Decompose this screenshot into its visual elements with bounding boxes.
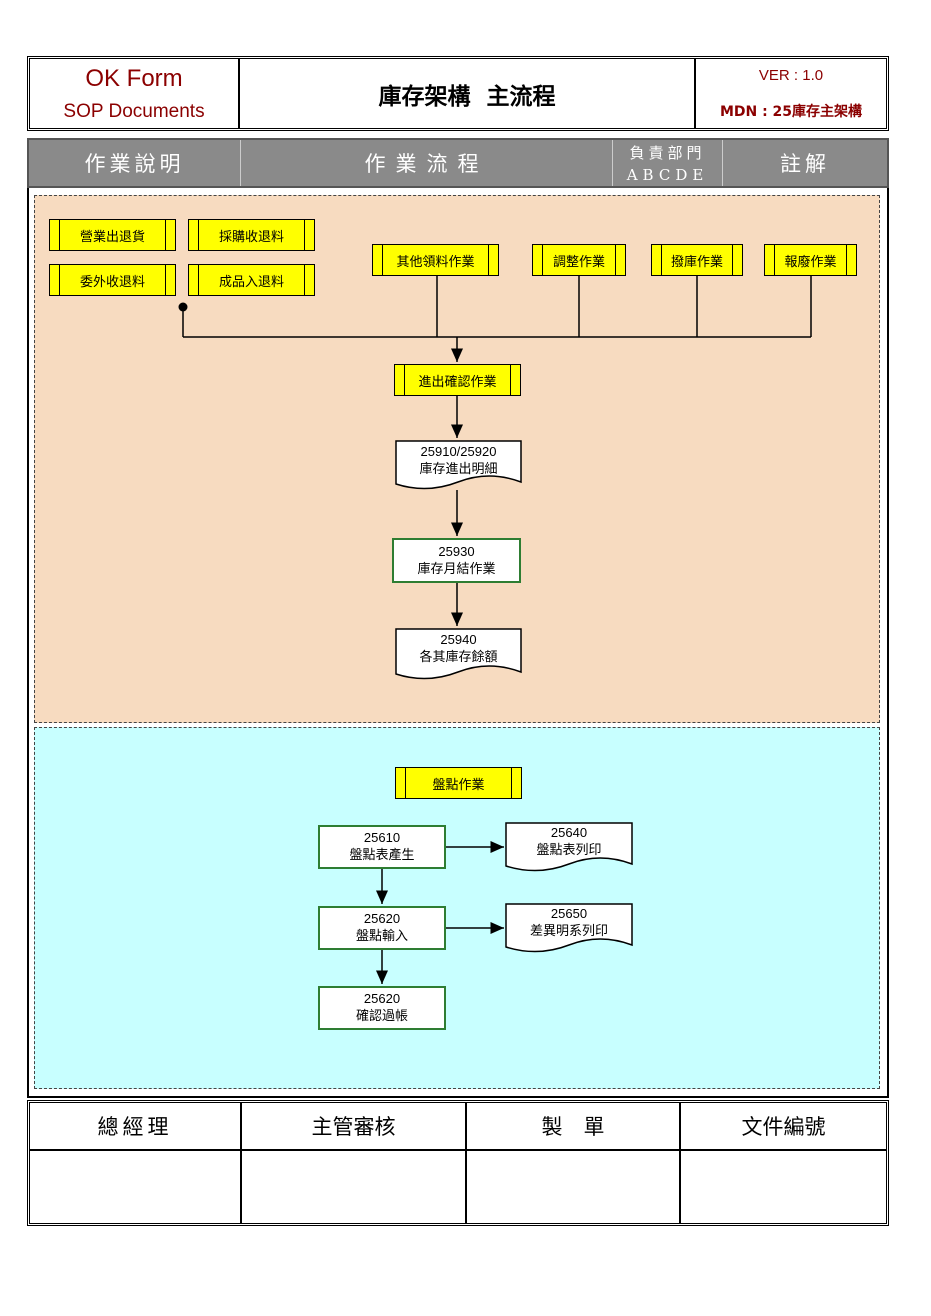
col-dept: 負責部門 ABCDE <box>613 140 723 186</box>
doc-label: 各其庫存餘額 <box>419 650 498 665</box>
process-monthly-close: 25930 庫存月結作業 <box>392 538 521 583</box>
proc-code: 25610 <box>363 830 401 845</box>
title-cell: 庫存架構 主流程 <box>240 59 696 128</box>
document-inventory-detail: 25910/25920 庫存進出明細 <box>395 440 522 492</box>
dept-title: 負責部門 <box>629 144 706 162</box>
doc-label: 庫存進出明細 <box>419 462 498 477</box>
signature-cell[interactable] <box>242 1151 467 1223</box>
footer-gm: 總經理 <box>30 1103 242 1151</box>
signature-cell[interactable] <box>30 1151 242 1223</box>
brand-cell: OK Form SOP Documents <box>30 59 240 128</box>
process-adjustment: 調整作業 <box>532 244 626 276</box>
process-transfer: 撥庫作業 <box>651 244 743 276</box>
dept-codes: ABCDE <box>626 166 709 184</box>
proc-label: 盤點輸入 <box>355 929 408 944</box>
col-notes: 註解 <box>780 152 830 176</box>
footer-prepared: 製 單 <box>467 1103 681 1151</box>
page-title: 庫存架構 主流程 <box>378 83 556 110</box>
footer-review: 主管審核 <box>242 1103 467 1151</box>
process-scrap: 報廢作業 <box>764 244 857 276</box>
document-variance-print: 25650 差異明系列印 <box>505 903 633 955</box>
brand-title: OK Form <box>85 65 183 92</box>
column-header-bar: 作業說明 作業流程 負責部門 ABCDE 註解 <box>27 138 889 188</box>
col-flow: 作業流程 <box>241 140 613 186</box>
signature-cell[interactable] <box>467 1151 681 1223</box>
footer-doc-number: 文件編號 <box>681 1103 886 1151</box>
version-label: VER : 1.0 <box>758 67 824 84</box>
process-purchase-receipt: 採購收退料 <box>188 219 315 251</box>
doc-label: 差異明系列印 <box>529 924 608 939</box>
proc-label: 盤點表產生 <box>349 848 415 863</box>
proc-code: 25620 <box>363 991 401 1006</box>
process-stocktake-generate: 25610 盤點表產生 <box>318 825 446 869</box>
document-inventory-balance: 25940 各其庫存餘額 <box>395 628 522 682</box>
col-description: 作業說明 <box>29 140 241 186</box>
doc-code: 25910/25920 <box>420 444 497 459</box>
process-outsource-receipt: 委外收退料 <box>49 264 176 296</box>
process-stocktake: 盤點作業 <box>395 767 522 799</box>
process-finished-goods: 成品入退料 <box>188 264 315 296</box>
process-other-issue: 其他領料作業 <box>372 244 499 276</box>
document-stocktake-print: 25640 盤點表列印 <box>505 822 633 874</box>
process-sales-return: 營業出退貨 <box>49 219 176 251</box>
proc-label: 確認過帳 <box>355 1009 408 1024</box>
process-confirm-inout: 進出確認作業 <box>394 364 521 396</box>
document-header: OK Form SOP Documents 庫存架構 主流程 VER : 1.0… <box>27 56 889 131</box>
doc-code: 25640 <box>550 825 588 840</box>
doc-code: 25650 <box>550 906 588 921</box>
approval-footer: 總經理 主管審核 製 單 文件編號 <box>27 1100 889 1226</box>
process-stocktake-input: 25620 盤點輸入 <box>318 906 446 950</box>
version-cell: VER : 1.0 MDN : 25庫存主架構 <box>696 59 886 128</box>
flow-frame <box>27 188 889 1098</box>
brand-subtitle: SOP Documents <box>63 101 205 122</box>
proc-code: 25620 <box>363 911 401 926</box>
mdn-label: MDN : 25庫存主架構 <box>719 104 863 120</box>
signature-cell[interactable] <box>681 1151 886 1223</box>
doc-label: 盤點表列印 <box>536 843 602 858</box>
start-dot <box>178 302 188 312</box>
proc-label: 庫存月結作業 <box>417 561 496 577</box>
doc-code: 25940 <box>440 632 477 647</box>
proc-code: 25930 <box>438 543 475 559</box>
process-confirm-posting: 25620 確認過帳 <box>318 986 446 1030</box>
